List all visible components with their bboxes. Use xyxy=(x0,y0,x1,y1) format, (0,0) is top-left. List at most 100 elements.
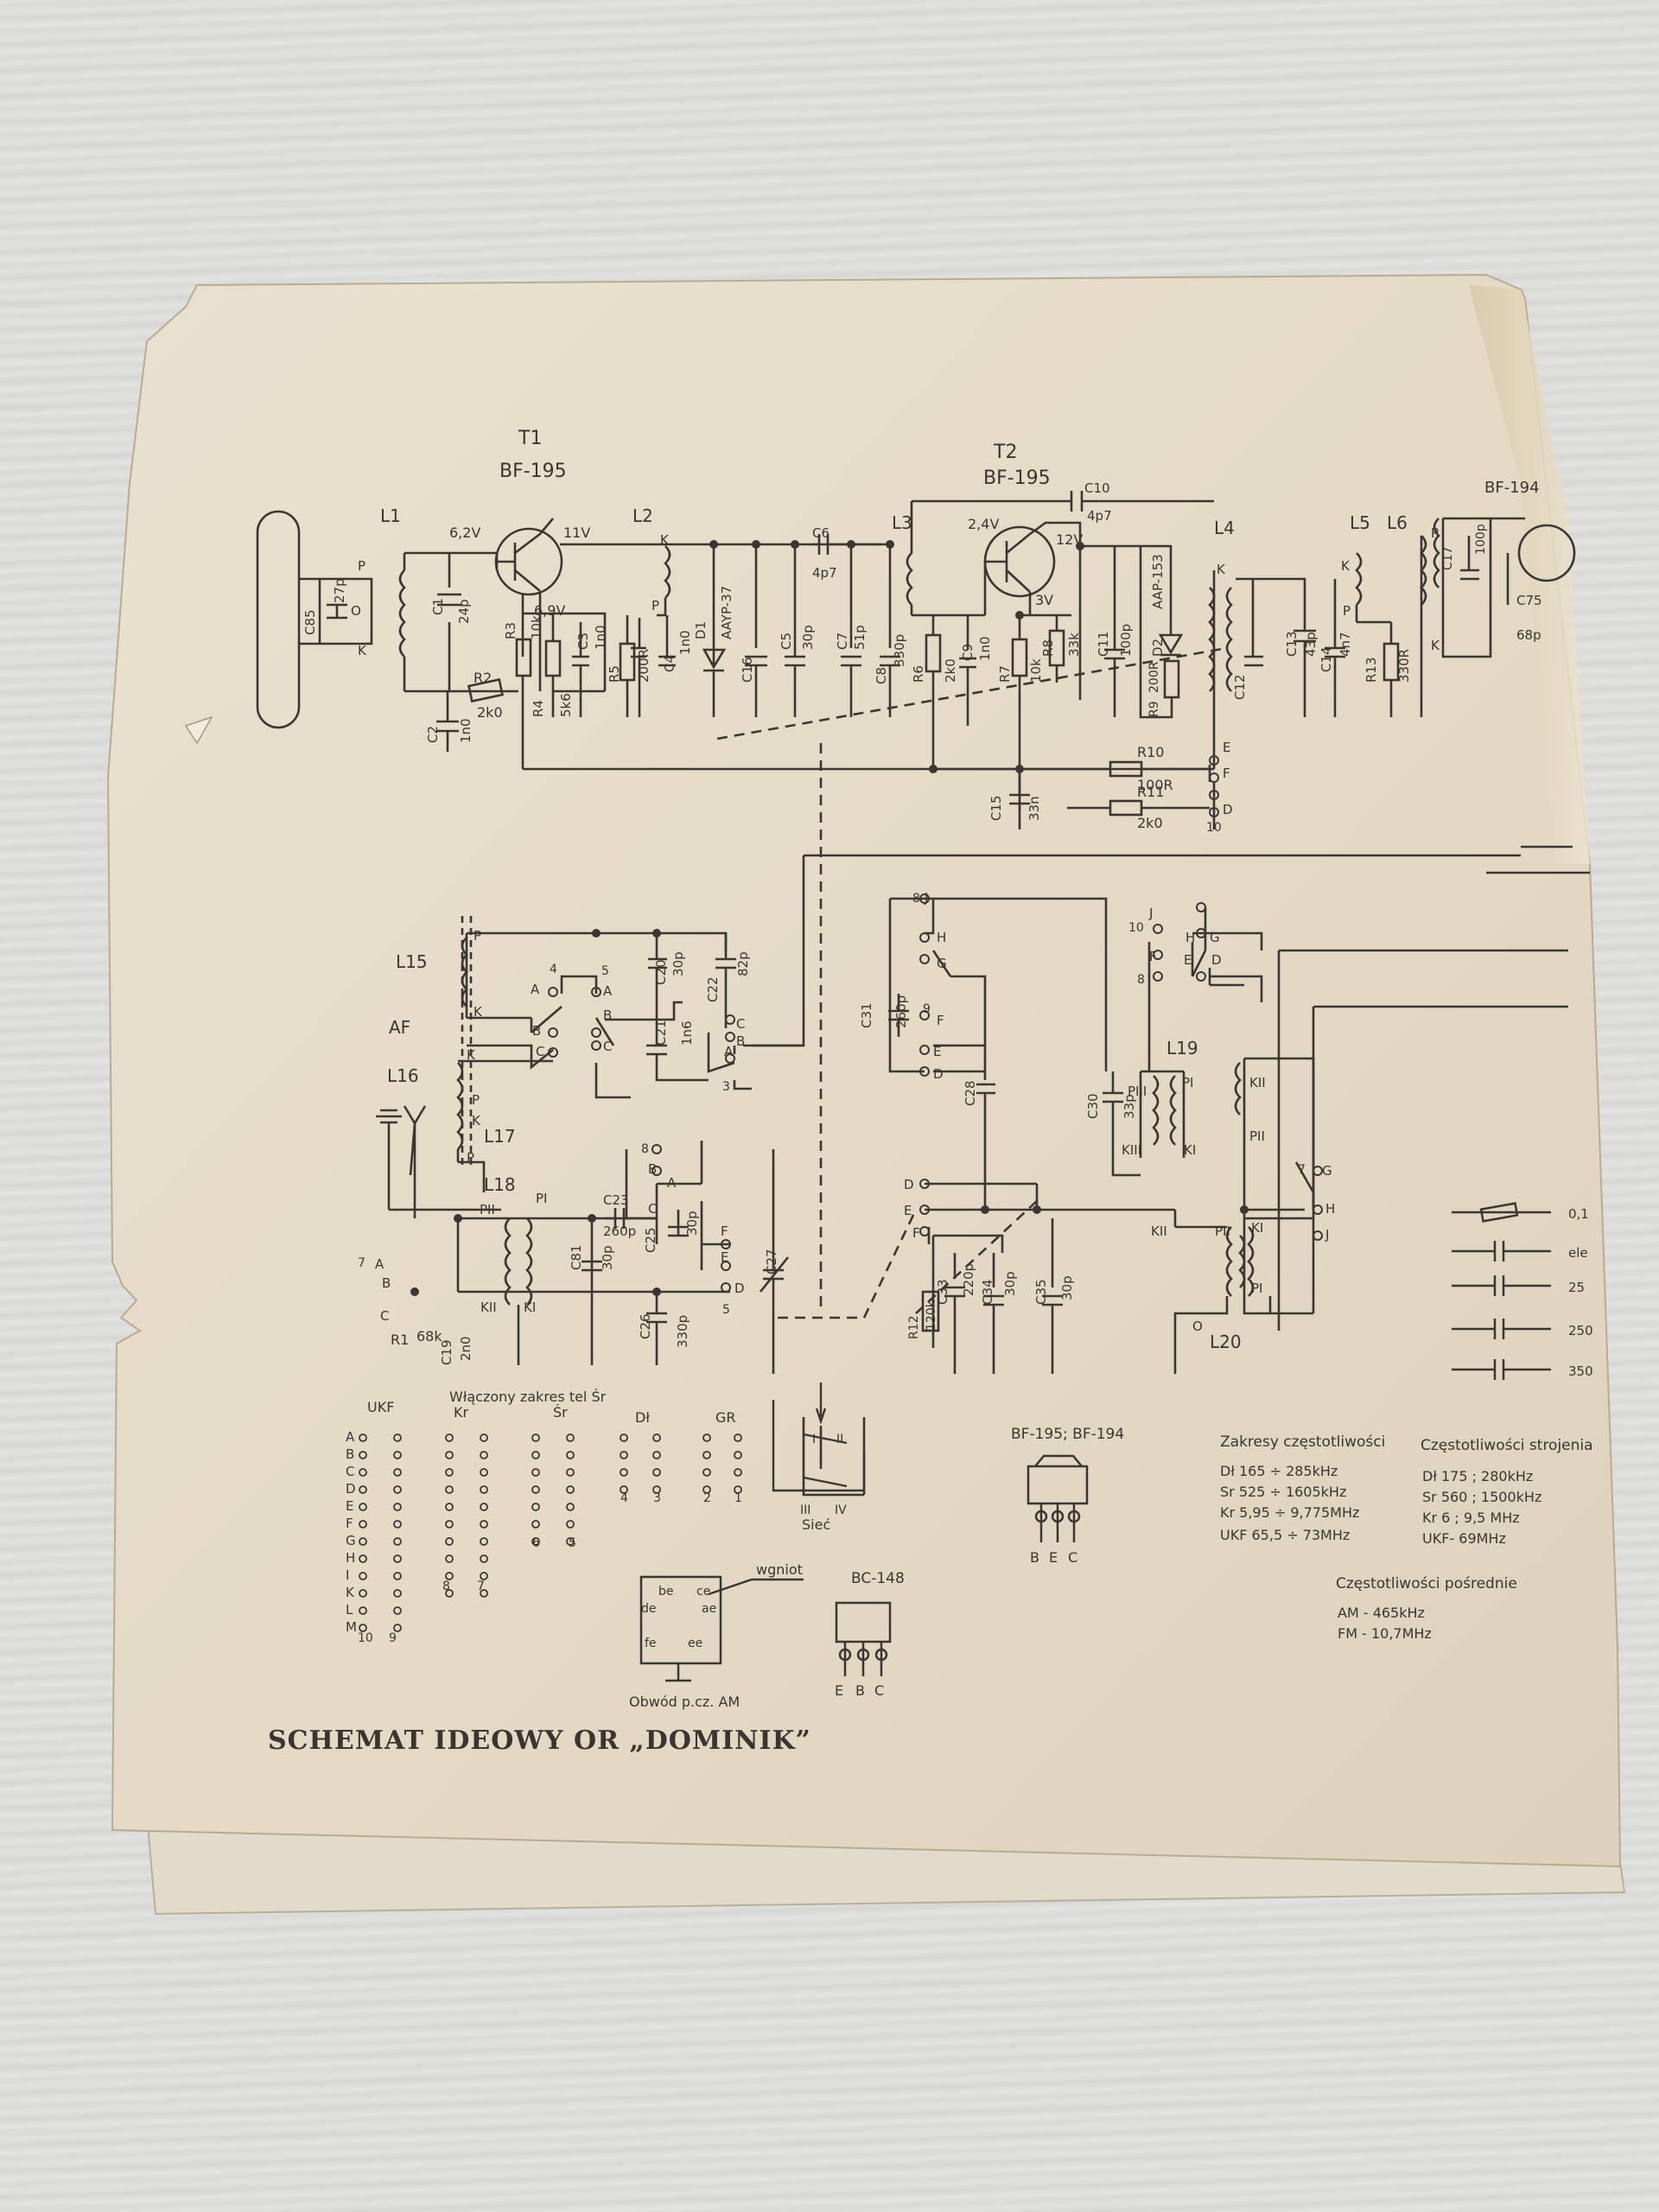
r8-name: R8 xyxy=(1040,639,1056,657)
range-contact xyxy=(734,1468,742,1477)
ranges-item-4: UKF 65,5 ÷ 73MHz xyxy=(1220,1527,1350,1543)
c26-value: 330p xyxy=(675,1315,690,1348)
range-contact xyxy=(393,1433,402,1442)
sw-e-3: E xyxy=(933,1044,941,1059)
d2-type: AAP-153 xyxy=(1150,554,1166,609)
pinout-bf-pin-c: C xyxy=(1068,1549,1077,1566)
c20-value: 30p xyxy=(671,951,686,976)
range-contact xyxy=(566,1451,575,1459)
tap-piii-l19: PIII xyxy=(1128,1084,1147,1099)
r2-value: 2k0 xyxy=(477,704,503,721)
range-row-letter: B xyxy=(346,1446,354,1462)
c85-name: C85 xyxy=(302,609,318,635)
sw-h-3: H xyxy=(1325,1201,1335,1217)
component-legend xyxy=(1452,1202,1551,1380)
intermediate-item-1: AM - 465kHz xyxy=(1338,1605,1425,1621)
range-contact xyxy=(480,1451,488,1459)
c22-value: 82p xyxy=(735,951,751,976)
range-contact xyxy=(393,1554,402,1563)
sw-num-10-b: 10 xyxy=(1128,921,1144,935)
voltage-1: 6,2V xyxy=(449,524,480,541)
tuning-item-2: Sr 560 ; 1500kHz xyxy=(1422,1489,1541,1505)
sw-e-5: E xyxy=(1184,952,1192,968)
range-row-letter: M xyxy=(346,1619,357,1635)
range-row-letter: G xyxy=(346,1533,356,1548)
range-contact xyxy=(620,1451,628,1459)
range-contact xyxy=(359,1554,367,1563)
c27-name: C27 xyxy=(764,1249,779,1274)
tap-k-l16: K xyxy=(467,1047,476,1063)
sw-d-2: D xyxy=(734,1281,745,1296)
r13-name: R13 xyxy=(1363,657,1379,683)
range-row-letter: I xyxy=(346,1567,349,1583)
sw-num-8-a: 8 xyxy=(641,1142,649,1156)
range-contact xyxy=(393,1624,402,1632)
sw-c-3: C xyxy=(736,1016,745,1032)
tap-pi-l20: PI xyxy=(1251,1281,1262,1296)
c6-name: C6 xyxy=(812,525,830,541)
range-num-7: 7 xyxy=(477,1580,485,1593)
range-contact xyxy=(480,1589,488,1598)
range-contact xyxy=(359,1624,367,1632)
c23-name: C23 xyxy=(603,1192,629,1208)
r3-value: 10k xyxy=(529,615,544,639)
sw-b-1: B xyxy=(532,1023,541,1039)
range-num-9: 9 xyxy=(389,1631,397,1645)
c11-value: 100p xyxy=(1118,624,1134,657)
voltage-3: 6,9V xyxy=(534,602,565,619)
sw-num-8-c: 8 xyxy=(1137,973,1145,987)
c4-name: C4 xyxy=(662,655,677,672)
sw-e-2: E xyxy=(721,1249,728,1265)
range-contact xyxy=(393,1503,402,1511)
range-num-10: 10 xyxy=(358,1631,373,1645)
sw-c-4: C xyxy=(648,1201,657,1217)
range-contact xyxy=(734,1485,742,1494)
pinout-bc-pin-b: B xyxy=(855,1682,865,1699)
d1-name: D1 xyxy=(693,621,709,639)
c6-value: 4p7 xyxy=(812,565,837,581)
c17-value: 100p xyxy=(1474,524,1488,555)
inductor-l1: L1 xyxy=(380,505,401,526)
range-num-2: 2 xyxy=(703,1491,711,1505)
sw-g-1: G xyxy=(937,956,947,971)
range-contact xyxy=(359,1451,367,1459)
if-coil-label: Obwód p.cz. AM xyxy=(629,1694,740,1710)
range-contact xyxy=(359,1572,367,1580)
c11-name: C11 xyxy=(1096,631,1111,657)
tap-p-l17: P xyxy=(467,1150,474,1166)
ranges-item-1: Dł 165 ÷ 285kHz xyxy=(1220,1463,1338,1479)
sw-b-2: B xyxy=(603,1007,612,1023)
r1-value: 68k xyxy=(416,1328,442,1344)
range-contact xyxy=(393,1606,402,1615)
sw-a-5: A xyxy=(375,1256,385,1272)
tap-p-l16: P xyxy=(472,1092,480,1108)
sw-num-3: 3 xyxy=(722,1080,730,1094)
paper-tear xyxy=(184,715,213,745)
c10-name: C10 xyxy=(1084,480,1110,496)
range-row-letter: A xyxy=(346,1429,355,1445)
r3-name: R3 xyxy=(503,622,518,639)
sw-e: E xyxy=(1223,740,1230,755)
range-contact xyxy=(445,1451,454,1459)
sw-d-top: D xyxy=(1223,802,1233,817)
c5-value: 30p xyxy=(800,625,816,650)
antenna-label: AF xyxy=(389,1017,410,1038)
r12-value: 120k xyxy=(925,1300,938,1331)
range-row-letter: C xyxy=(346,1464,354,1479)
range-contact xyxy=(652,1485,661,1494)
range-contact xyxy=(445,1589,454,1598)
range-row-letter: D xyxy=(346,1481,356,1497)
if-pin-de: de xyxy=(641,1602,657,1616)
voltage-5: 12V xyxy=(1056,531,1083,548)
inductor-l2: L2 xyxy=(632,505,653,526)
tuning-heading: Częstotliwości strojenia xyxy=(1421,1437,1593,1454)
c12-name: C12 xyxy=(1232,674,1248,700)
transistor-pinout-bc xyxy=(835,1601,892,1676)
sw-c-2: C xyxy=(603,1039,612,1054)
sw-f-3: F xyxy=(937,1013,944,1028)
mains-pos-2: II xyxy=(836,1433,843,1446)
legend-value-1: 0,1 xyxy=(1568,1206,1589,1222)
range-contact xyxy=(620,1468,628,1477)
junctions xyxy=(410,540,1249,1296)
voltage-2: 11V xyxy=(563,524,590,541)
